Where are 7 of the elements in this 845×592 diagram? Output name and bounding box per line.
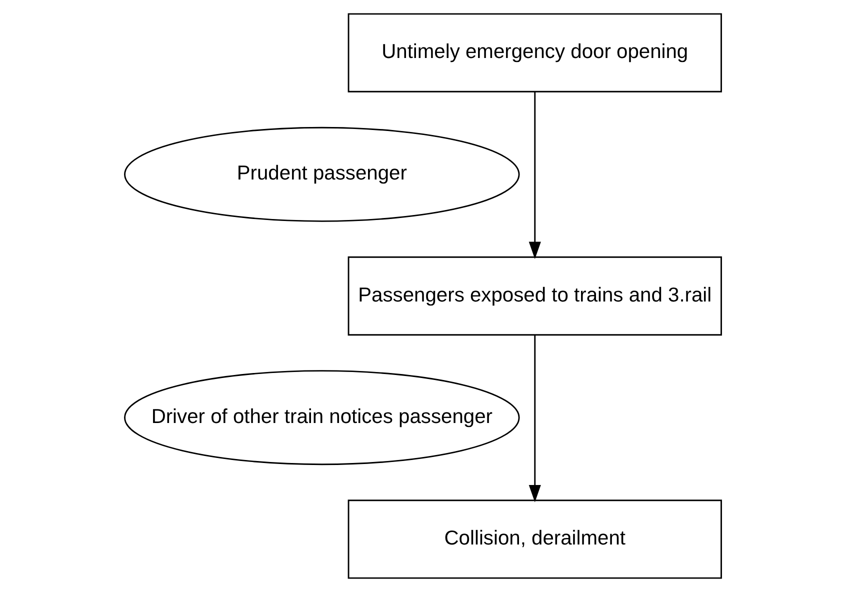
arrow xyxy=(528,334,540,502)
node-ellipse: Prudent passenger xyxy=(124,126,520,222)
node-box: Passengers exposed to trains and 3.rail xyxy=(347,256,722,336)
node-box: Collision, derailment xyxy=(347,500,722,579)
node-box: Untimely emergency door opening xyxy=(347,13,722,92)
arrow xyxy=(528,92,540,260)
node-ellipse: Driver of other train notices passenger xyxy=(124,370,520,466)
